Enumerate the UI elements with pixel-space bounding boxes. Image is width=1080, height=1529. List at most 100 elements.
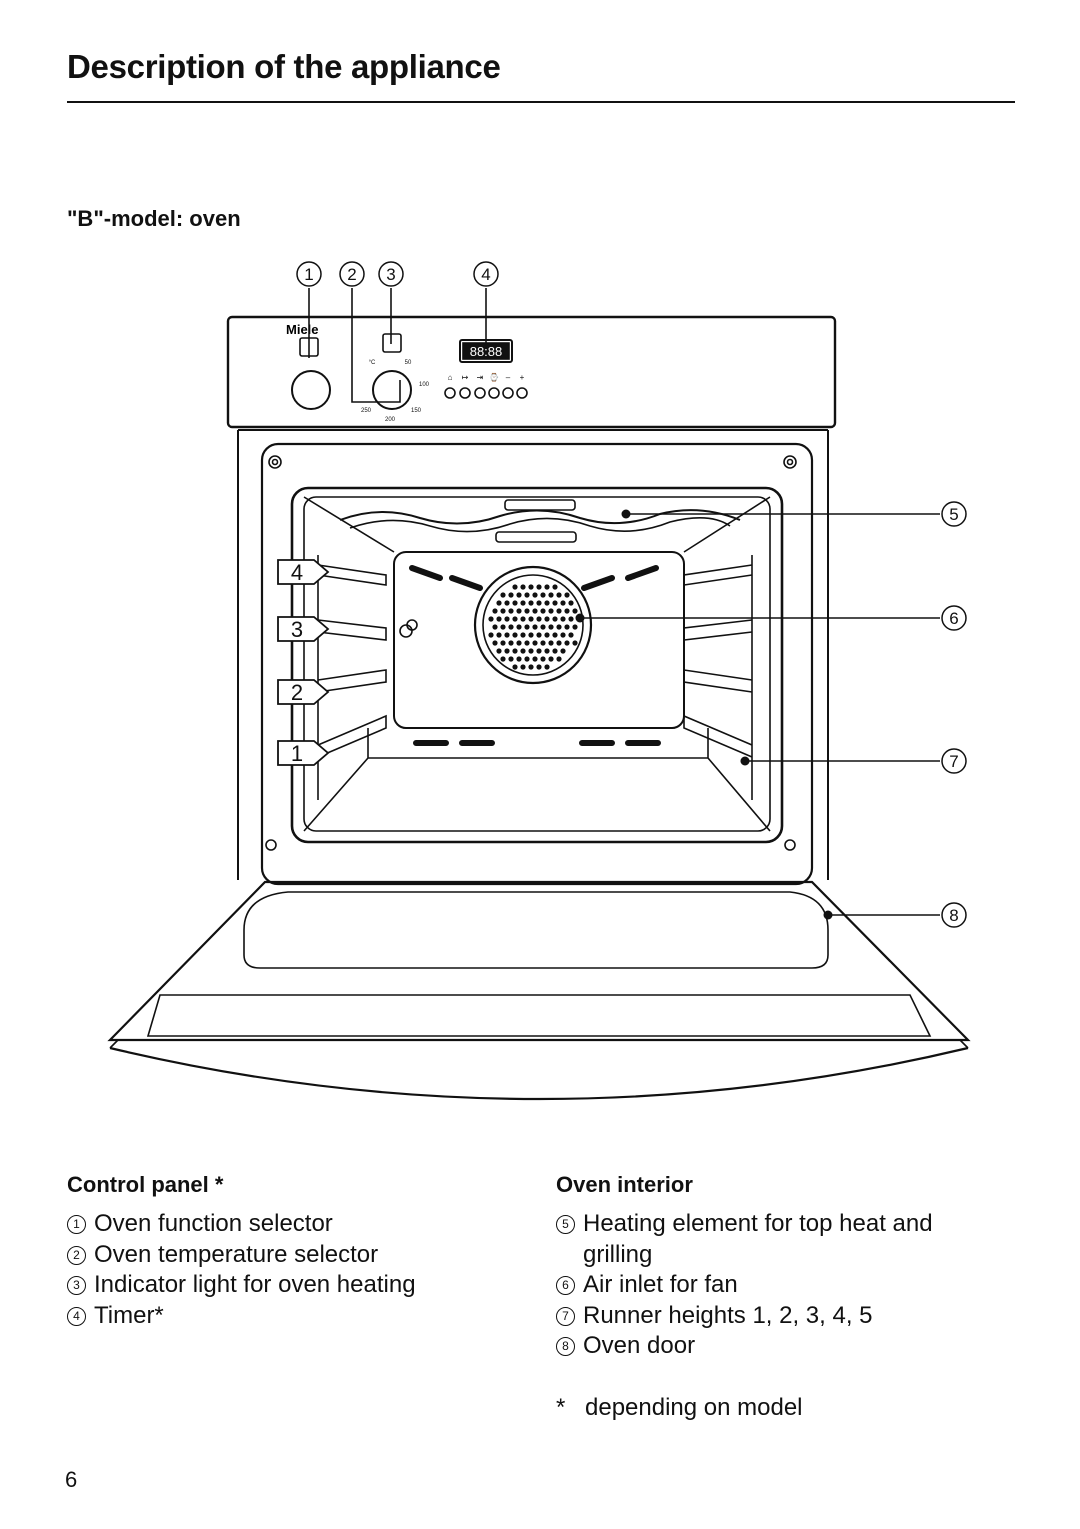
fan-hole xyxy=(524,624,530,630)
fan-hole xyxy=(536,664,542,670)
timer-symbol-1: ⌂ xyxy=(448,373,453,382)
fan-hole xyxy=(556,608,562,614)
oven-function-selector xyxy=(291,370,331,410)
oven-door xyxy=(107,880,971,1042)
callout-6-circle xyxy=(941,605,967,631)
fan-hole xyxy=(556,640,562,646)
fan-hole xyxy=(524,608,530,614)
fan-hole xyxy=(528,664,534,670)
fan-hole xyxy=(492,624,498,630)
fan-hole xyxy=(520,664,526,670)
fan-hole xyxy=(504,616,510,622)
fan-hole xyxy=(552,600,558,606)
fan-hole xyxy=(536,584,542,590)
fan-hole xyxy=(516,592,522,598)
fan-hole xyxy=(504,632,510,638)
fan-hole xyxy=(512,616,518,622)
dial-mark-100: 100 xyxy=(419,382,430,388)
timer-symbol-2: ↦ xyxy=(462,373,469,382)
fan-hole xyxy=(540,608,546,614)
callout-3-circle xyxy=(378,261,404,287)
door-handle xyxy=(109,1046,969,1101)
fan-hole xyxy=(552,584,558,590)
top-heating-element xyxy=(339,509,741,525)
fan-hole xyxy=(528,632,534,638)
legend-number-4: 4 xyxy=(67,1306,86,1326)
callout-5-label: 5 xyxy=(949,505,958,524)
fan-hole xyxy=(560,600,566,606)
dial-mark-250: 250 xyxy=(361,408,372,414)
fan-hole xyxy=(528,648,534,654)
fan-hole xyxy=(572,624,578,630)
fan-hole xyxy=(532,640,538,646)
callout-5-circle xyxy=(941,501,967,527)
fan-hole xyxy=(488,632,494,638)
callout-8-circle xyxy=(941,902,967,928)
fan-hole xyxy=(548,640,554,646)
fan-hole xyxy=(516,656,522,662)
footnote-marker: * xyxy=(556,1394,566,1421)
fan-hole xyxy=(568,632,574,638)
fan-hole xyxy=(512,632,518,638)
oven-front-frame xyxy=(260,442,814,886)
callout-4-label: 4 xyxy=(481,265,490,284)
fan-holes xyxy=(488,584,578,670)
legend-text-5: Heating element for top heat and grillin… xyxy=(583,1210,933,1268)
fan-hole xyxy=(496,600,502,606)
fan-hole xyxy=(564,592,570,598)
fan-hole xyxy=(504,648,510,654)
control-panel-heading: Control panel * xyxy=(67,1172,224,1197)
fan-hole xyxy=(524,592,530,598)
callout-7-circle xyxy=(941,748,967,774)
oven-cavity-inner xyxy=(303,496,771,832)
callout-1-label: 1 xyxy=(304,265,313,284)
fan-hole xyxy=(536,632,542,638)
legend-text-2: Oven temperature selector xyxy=(94,1240,379,1268)
legend-number-7: 7 xyxy=(556,1306,575,1326)
fan-hole xyxy=(508,656,514,662)
oven-interior-heading: Oven interior xyxy=(556,1172,693,1197)
fan-hole xyxy=(500,640,506,646)
fan-hole xyxy=(540,592,546,598)
cavity-perspective-lines xyxy=(303,496,771,832)
callout-1-circle xyxy=(296,261,322,287)
fan-hole xyxy=(532,656,538,662)
figure-subtitle: "B"-model: oven xyxy=(67,206,241,231)
oven-diagram: 4 3 2 1 Miele 88:88 °C 50 100 150 200 25… xyxy=(107,261,971,1101)
fan-grille xyxy=(473,565,593,685)
fan-hole xyxy=(552,616,558,622)
fan-hole xyxy=(572,640,578,646)
fan-hole xyxy=(492,608,498,614)
legend-number-8: 8 xyxy=(556,1337,575,1357)
fan-hole xyxy=(500,624,506,630)
fan-hole xyxy=(512,584,518,590)
fan-hole xyxy=(548,624,554,630)
fan-hole xyxy=(528,584,534,590)
fan-hole xyxy=(496,632,502,638)
runner-label-3: 3 xyxy=(291,617,303,642)
runner-tab-2 xyxy=(277,679,330,705)
fan-hole xyxy=(556,592,562,598)
back-panel-vents xyxy=(409,565,661,746)
fan-hole xyxy=(532,624,538,630)
fan-hole xyxy=(568,600,574,606)
fan-hole xyxy=(564,624,570,630)
callout-3-label: 3 xyxy=(386,265,395,284)
control-panel-fascia xyxy=(226,315,837,429)
fan-hole xyxy=(516,640,522,646)
timer-display: 88:88 xyxy=(470,344,503,359)
heating-indicator-light xyxy=(382,333,402,353)
dial-mark-200: 200 xyxy=(385,417,396,423)
fan-hole xyxy=(544,600,550,606)
fan-hole xyxy=(516,624,522,630)
runner-label-4: 4 xyxy=(291,560,303,585)
fan-hole xyxy=(564,640,570,646)
fan-hole xyxy=(560,648,566,654)
fan-hole xyxy=(556,656,562,662)
legend-number-1: 1 xyxy=(67,1215,86,1234)
